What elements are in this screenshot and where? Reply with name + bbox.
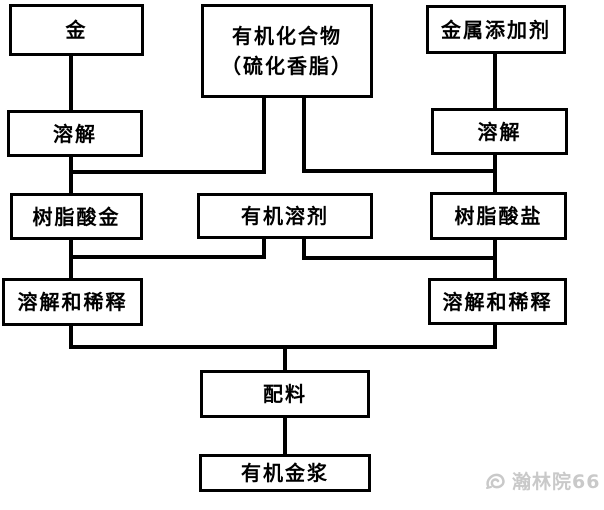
node-organic-solvent-label: 有机溶剂: [241, 204, 329, 228]
node-organic-compound: 有机化合物 （硫化香脂）: [201, 4, 373, 98]
edge-dissolve-left-to-gold-resinate: [69, 157, 73, 193]
edge-junction-row2-left: [69, 255, 266, 259]
edge-dissolve-right-to-resinate-salt: [493, 155, 497, 192]
edge-merge-bar: [69, 345, 497, 349]
watermark: 瀚林院66: [484, 470, 600, 494]
edge-organic-solvent-drop-right: [302, 239, 306, 260]
node-gold-resinate-label: 树脂酸金: [32, 204, 121, 229]
node-organic-gold-paste-label: 有机金浆: [241, 461, 329, 485]
edge-gold-to-dissolve-left: [69, 56, 73, 110]
edge-junction-row2-right: [302, 256, 497, 260]
node-dissolve-dilute-left-label: 溶解和稀释: [17, 290, 128, 314]
edge-gold-resinate-to-dissolve-dilute-left: [69, 240, 73, 278]
edge-mixing-to-organic-gold-paste: [283, 418, 287, 454]
node-mixing-label: 配料: [263, 382, 307, 406]
node-organic-compound-label-line2: （硫化香脂）: [221, 54, 353, 78]
node-resinate-salt-label: 树脂酸盐: [454, 204, 543, 228]
edge-organic-compound-drop-right: [302, 98, 306, 173]
node-dissolve-right-label: 溶解: [477, 119, 522, 144]
node-dissolve-left: 溶解: [7, 110, 143, 157]
node-gold: 金: [9, 4, 144, 56]
watermark-text: 瀚林院66: [512, 471, 601, 493]
node-metal-additive-label: 金属添加剂: [441, 17, 551, 42]
edge-junction-row1-left: [69, 170, 266, 174]
node-gold-resinate: 树脂酸金: [10, 193, 143, 240]
node-dissolve-dilute-right: 溶解和稀释: [428, 278, 567, 325]
node-organic-solvent: 有机溶剂: [197, 193, 373, 239]
edge-junction-row1-right: [302, 169, 497, 173]
edge-dissolve-dilute-left-drop: [69, 326, 73, 349]
edge-organic-solvent-drop-left: [262, 239, 266, 259]
node-gold-label: 金: [65, 18, 88, 42]
edge-merge-to-mixing: [283, 345, 287, 370]
node-dissolve-right: 溶解: [431, 108, 568, 155]
edge-dissolve-dilute-right-drop: [493, 325, 497, 349]
node-resinate-salt: 树脂酸盐: [430, 192, 567, 240]
node-mixing: 配料: [200, 370, 370, 418]
node-dissolve-dilute-right-label: 溶解和稀释: [442, 289, 553, 314]
node-metal-additive: 金属添加剂: [426, 5, 566, 54]
node-dissolve-dilute-left: 溶解和稀释: [2, 278, 143, 326]
node-organic-gold-paste: 有机金浆: [199, 454, 371, 492]
node-dissolve-left-label: 溶解: [53, 121, 97, 146]
edge-metal-additive-to-dissolve-right: [493, 53, 497, 108]
edge-organic-compound-drop-left: [262, 98, 266, 174]
watermark-swirl-icon: [484, 470, 508, 494]
node-organic-compound-label: 有机化合物: [232, 24, 342, 48]
